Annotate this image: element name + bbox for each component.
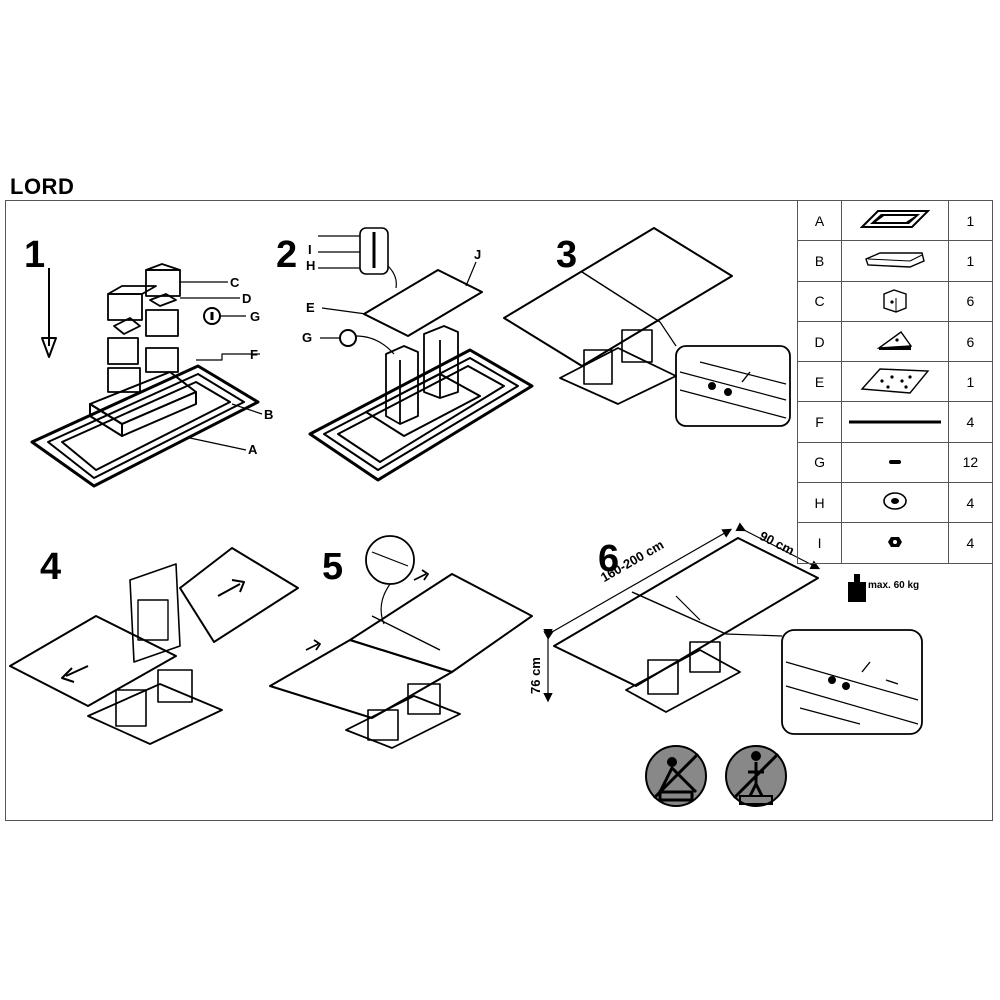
step1-drawing (30, 263, 263, 488)
step5-drawing (269, 535, 533, 749)
step2-label-j: J (474, 247, 482, 262)
parts-row: F 4 (796, 401, 994, 443)
no-standing-icon (725, 745, 787, 807)
washer-icon (883, 492, 907, 511)
part-letter: B (796, 240, 843, 282)
dowel-icon (888, 460, 901, 465)
step-number-3: 3 (556, 234, 578, 276)
parts-row: H 4 (796, 482, 994, 524)
parts-row: D 6 (796, 320, 994, 363)
part-letter: D (796, 320, 843, 363)
parts-table: A 1 B 1 C (796, 199, 994, 564)
step4-drawing (9, 547, 299, 745)
step2-label-h: H (306, 258, 316, 273)
part-qty: 4 (947, 522, 994, 564)
part-letter: I (796, 522, 843, 564)
part-qty: 1 (947, 240, 994, 282)
step3-drawing (503, 227, 791, 427)
nut-icon (887, 536, 902, 547)
step6-drawing (543, 522, 923, 735)
document-title: LORD (10, 174, 75, 199)
step-number-2: 2 (276, 234, 298, 276)
bracket-icon (876, 331, 913, 351)
step1-label-c: C (230, 275, 240, 290)
part-qty: 6 (947, 320, 994, 363)
step-number-5: 5 (322, 546, 344, 588)
down-arrow-icon (41, 268, 57, 358)
max-load-label: max. 60 kg (868, 580, 920, 591)
step2-label-e: E (306, 300, 315, 315)
base-plate-icon (865, 252, 925, 269)
parts-row: I 4 (796, 522, 994, 564)
part-letter: H (796, 482, 843, 524)
frame-icon (859, 210, 931, 229)
part-qty: 4 (947, 482, 994, 524)
step1-label-a: A (248, 442, 258, 457)
no-sitting-icon (645, 745, 707, 807)
part-letter: E (796, 361, 843, 403)
block-icon (883, 288, 907, 313)
step-number-4: 4 (40, 546, 62, 588)
parts-row: B 1 (796, 240, 994, 282)
weight-icon (848, 574, 866, 602)
step1-label-d: D (242, 291, 252, 306)
parts-row: G 12 (796, 441, 994, 484)
step1-label-f: F (250, 347, 258, 362)
instruction-frame (5, 200, 993, 821)
part-letter: F (796, 401, 843, 443)
step2-label-i: I (308, 242, 312, 257)
part-letter: C (796, 280, 843, 322)
part-letter: G (796, 441, 843, 484)
part-qty: 6 (947, 280, 994, 322)
step-number-1: 1 (24, 234, 46, 276)
step2-drawing (308, 227, 534, 482)
part-qty: 4 (947, 401, 994, 443)
parts-row: C 6 (796, 280, 994, 322)
part-qty: 1 (947, 199, 994, 242)
part-letter: A (796, 199, 843, 242)
parts-row: A 1 (796, 199, 994, 242)
step2-label-g: G (302, 330, 313, 345)
step1-label-g: G (250, 309, 261, 324)
part-qty: 12 (947, 441, 994, 484)
parts-row: E 1 (796, 361, 994, 403)
part-qty: 1 (947, 361, 994, 403)
dimension-height: 76 cm (528, 657, 543, 694)
step1-label-b: B (264, 407, 274, 422)
rod-icon (848, 420, 941, 424)
mount-plate-icon (860, 368, 930, 395)
